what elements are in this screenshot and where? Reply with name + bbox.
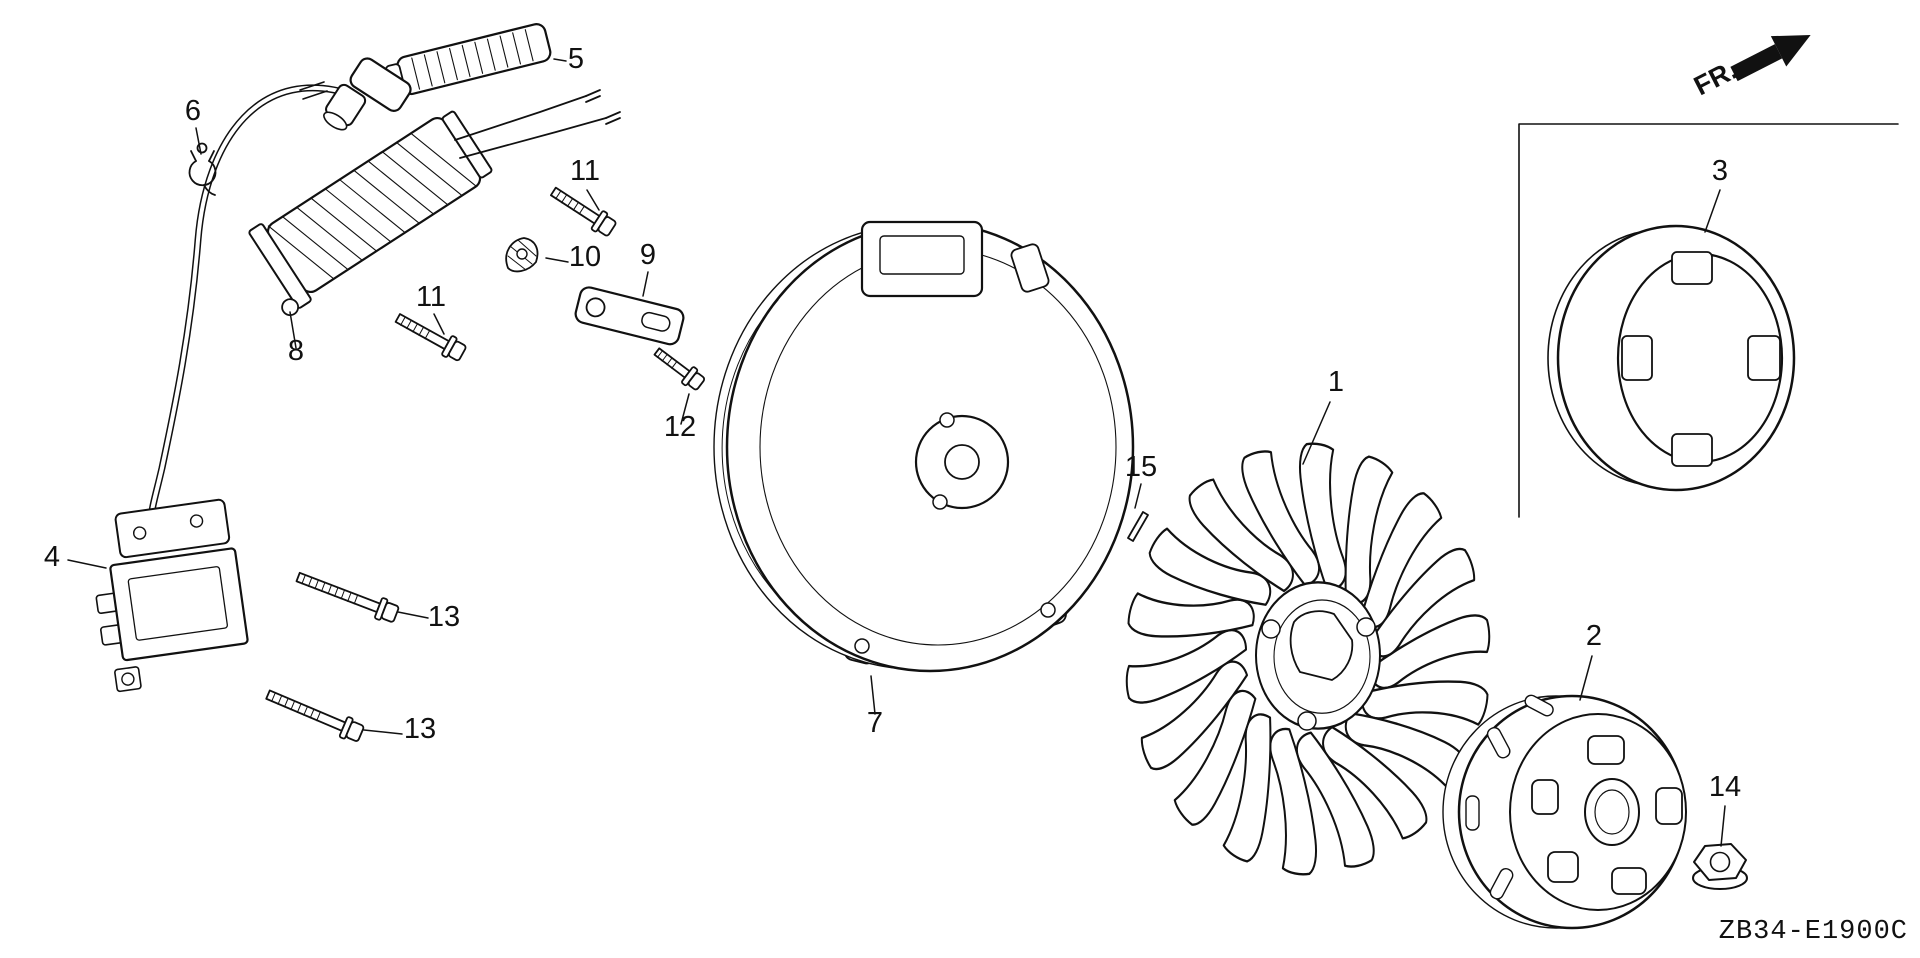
callout-bolt-11b: 11 [416, 281, 446, 313]
ignition-wire [147, 84, 360, 524]
bracket-part [574, 286, 685, 346]
screw-12-part [653, 347, 705, 391]
callout-flywheel: 1 [1328, 366, 1344, 398]
ignition-module-part [95, 498, 249, 693]
callout-spark-plug-cap: 5 [568, 43, 584, 75]
starter-cup-part [1547, 224, 1796, 492]
bolt-13a-part [295, 571, 400, 623]
leader-lines [67, 58, 1726, 847]
callout-ignition-coil: 8 [288, 335, 304, 367]
woodruff-key-part [1127, 511, 1149, 542]
spark-plug-cap-part [299, 23, 552, 131]
diagram-code: ZB34-E1900C [1719, 917, 1908, 947]
fr-label: FR. [1689, 55, 1741, 101]
callout-starter-cup: 3 [1712, 155, 1728, 187]
callout-fan-cover: 7 [867, 707, 883, 739]
callout-bracket: 9 [640, 239, 656, 271]
fan-cover-part [713, 220, 1135, 673]
flywheel-part [1123, 439, 1493, 879]
bolt-13b-part [265, 689, 365, 742]
callout-bolt-13b: 13 [404, 713, 436, 745]
coil-terminal-wires [454, 89, 621, 159]
callout-screw-12: 12 [664, 411, 696, 443]
ignition-coil-part [248, 110, 493, 317]
fr-direction-arrow [1730, 34, 1811, 82]
callout-flange-nut: 14 [1709, 771, 1741, 803]
inset-box-border [1518, 123, 1899, 518]
bolt-11a-part [550, 186, 617, 237]
callout-wire-clamp: 6 [185, 95, 201, 127]
starter-pulley-part [1442, 694, 1687, 930]
callout-clip: 10 [569, 241, 601, 273]
callout-woodruff-key: 15 [1125, 451, 1157, 483]
callout-starter-pulley: 2 [1586, 620, 1602, 652]
callout-bolt-13a: 13 [428, 601, 460, 633]
clip-part [505, 237, 539, 273]
wire-clamp-part [188, 142, 217, 196]
flange-nut-part [1692, 843, 1748, 890]
callout-bolt-11a: 11 [570, 155, 600, 187]
callout-ignition-module: 4 [44, 541, 60, 573]
bolt-11b-part [394, 313, 467, 362]
